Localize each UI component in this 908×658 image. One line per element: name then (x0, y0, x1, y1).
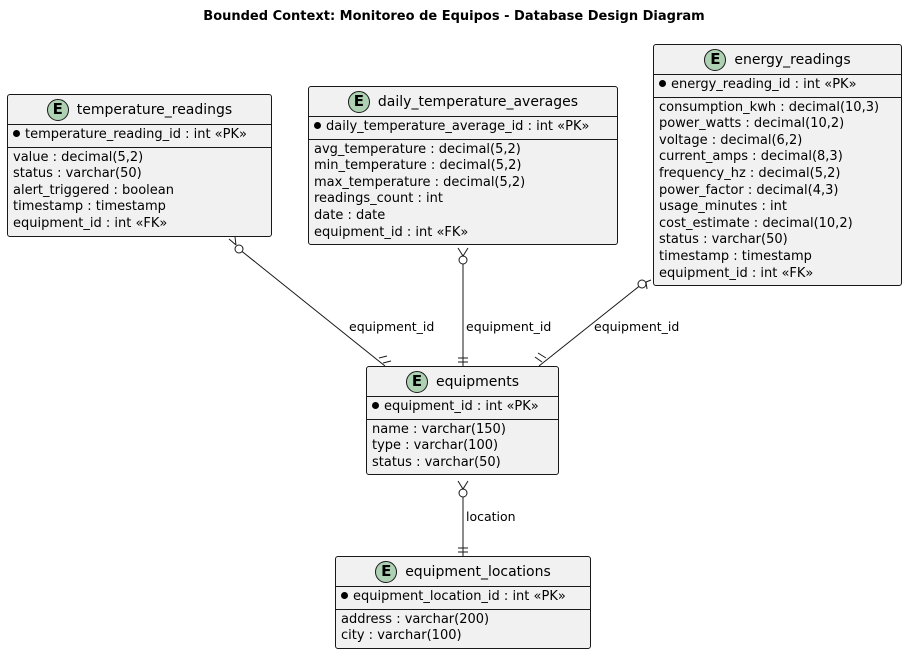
entity-fields: address : varchar(200) city : varchar(10… (336, 608, 590, 648)
relation-label: equipment_id (594, 319, 680, 334)
entity-icon: E (704, 48, 727, 71)
entity-icon: E (405, 370, 428, 393)
key-attribute: equipment_location_id : int «PK» (353, 589, 566, 604)
attribute: readings_count : int (314, 191, 443, 207)
attribute: equipment_id : int «FK» (659, 265, 814, 281)
attribute: voltage : decimal(6,2) (659, 132, 803, 148)
relation-daily-equipments (457, 247, 469, 366)
attribute: consumption_kwh : decimal(10,3) (659, 99, 880, 115)
key-bullet-icon (659, 80, 666, 87)
entity-fields: value : decimal(5,2) status : varchar(50… (8, 146, 271, 236)
key-attribute: daily_temperature_average_id : int «PK» (326, 119, 590, 134)
key-bullet-icon (314, 122, 321, 129)
entity-keys: energy_reading_id : int «PK» (654, 74, 901, 97)
entity-daily-temperature-averages[interactable]: E daily_temperature_averages daily_tempe… (308, 86, 618, 246)
attribute: status : varchar(50) (372, 454, 501, 470)
entity-name: temperature_readings (76, 101, 233, 118)
relation-label: location (466, 509, 516, 524)
attribute: power_factor : decimal(4,3) (659, 182, 839, 198)
key-attribute: energy_reading_id : int «PK» (671, 77, 857, 92)
attribute: status : varchar(50) (13, 166, 142, 182)
attribute: value : decimal(5,2) (13, 149, 144, 165)
attribute: max_temperature : decimal(5,2) (314, 174, 526, 190)
key-bullet-icon (372, 402, 379, 409)
entity-temperature-readings[interactable]: E temperature_readings temperature_readi… (7, 94, 272, 237)
relation-label: equipment_id (349, 319, 435, 334)
entity-name: daily_temperature_averages (377, 93, 579, 110)
attribute: timestamp : timestamp (13, 199, 166, 215)
attribute: address : varchar(200) (341, 611, 490, 627)
entity-equipment-locations[interactable]: E equipment_locations equipment_location… (335, 556, 591, 649)
attribute: min_temperature : decimal(5,2) (314, 158, 522, 174)
attribute: name : varchar(150) (372, 421, 506, 437)
entity-name: energy_readings (734, 51, 851, 68)
entity-icon: E (46, 98, 69, 121)
relation-equipments-locations (457, 480, 469, 556)
entity-keys: equipment_id : int «PK» (367, 396, 558, 419)
relation-temperature-equipments (228, 236, 392, 367)
attribute: timestamp : timestamp (659, 248, 812, 264)
attribute: current_amps : decimal(8,3) (659, 149, 843, 165)
entity-keys: daily_temperature_average_id : int «PK» (309, 116, 617, 139)
entity-fields: name : varchar(150) type : varchar(100) … (367, 418, 558, 475)
entity-equipments[interactable]: E equipments equipment_id : int «PK» nam… (366, 366, 559, 476)
entity-icon: E (347, 90, 370, 113)
attribute: usage_minutes : int (659, 199, 787, 215)
attribute: power_watts : decimal(10,2) (659, 116, 845, 132)
attribute: frequency_hz : decimal(5,2) (659, 165, 841, 181)
attribute: avg_temperature : decimal(5,2) (314, 141, 521, 157)
entity-name: equipments (435, 373, 520, 390)
diagram-title: Bounded Context: Monitoreo de Equipos - … (203, 9, 705, 24)
attribute: alert_triggered : boolean (13, 182, 175, 198)
attribute: type : varchar(100) (372, 438, 499, 454)
attribute: date : date (314, 207, 386, 223)
entity-name: equipment_locations (405, 563, 551, 580)
entity-fields: avg_temperature : decimal(5,2) min_tempe… (309, 138, 617, 245)
attribute: equipment_id : int «FK» (314, 224, 469, 240)
entity-keys: temperature_reading_id : int «PK» (8, 124, 271, 147)
relation-label: equipment_id (466, 319, 552, 334)
entity-fields: consumption_kwh : decimal(10,3) power_wa… (654, 96, 901, 286)
relation-energy-equipments (534, 279, 652, 367)
entity-keys: equipment_location_id : int «PK» (336, 586, 590, 609)
key-bullet-icon (341, 592, 348, 599)
key-attribute: temperature_reading_id : int «PK» (25, 127, 247, 142)
attribute: status : varchar(50) (659, 232, 788, 248)
key-bullet-icon (13, 130, 20, 137)
entity-energy-readings[interactable]: E energy_readings energy_reading_id : in… (653, 44, 902, 287)
entity-icon: E (375, 560, 398, 583)
attribute: equipment_id : int «FK» (13, 215, 168, 231)
attribute: city : varchar(100) (341, 628, 462, 644)
attribute: cost_estimate : decimal(10,2) (659, 215, 853, 231)
key-attribute: equipment_id : int «PK» (384, 399, 539, 414)
